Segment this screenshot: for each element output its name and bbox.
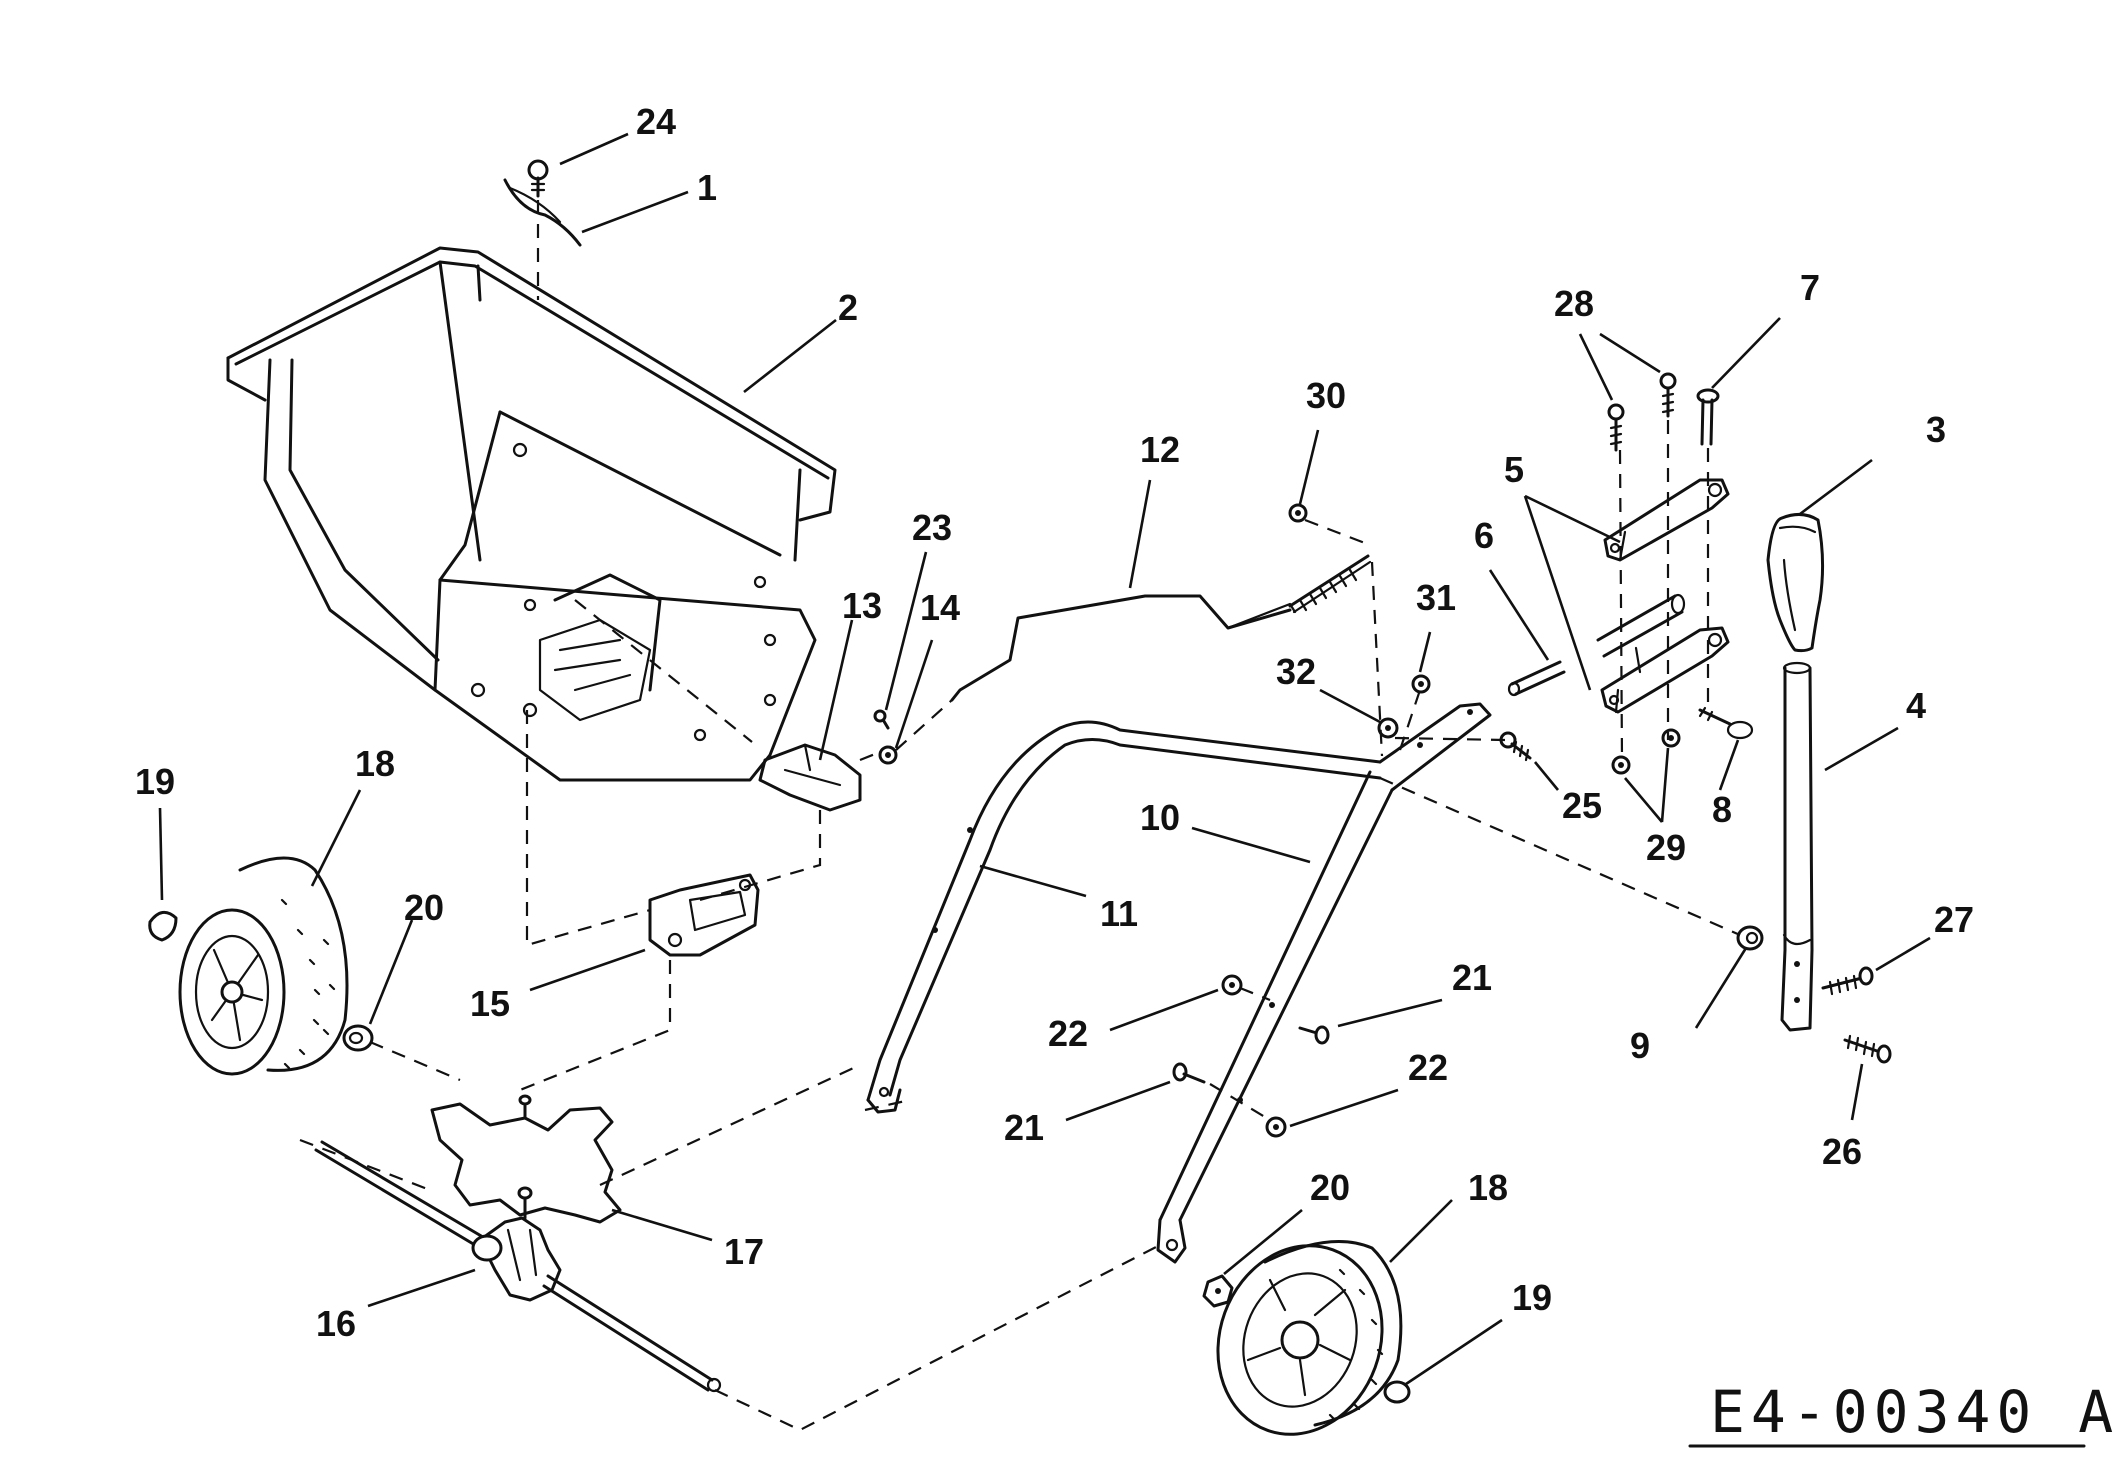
- callout-26: 26: [1822, 1131, 1862, 1172]
- bolts-28: [1607, 372, 1677, 452]
- callout-20-left: 20: [404, 887, 444, 928]
- nut-right-20: [1202, 1274, 1234, 1308]
- axle-gearbox-16: [314, 1140, 722, 1393]
- lever-4: [1780, 661, 1814, 1032]
- nut-22-upper: [1221, 974, 1243, 996]
- callout-31: 31: [1416, 577, 1456, 618]
- callout-25: 25: [1562, 785, 1602, 826]
- nut-32: [1377, 717, 1399, 739]
- wheel-left-18: [178, 856, 349, 1076]
- bolt-21-upper: [1298, 1025, 1330, 1045]
- hubcap-left-19: [148, 910, 178, 942]
- callout-8: 8: [1712, 789, 1732, 830]
- handle-11: [866, 720, 1382, 1114]
- callout-13: 13: [842, 585, 882, 626]
- callout-9: 9: [1630, 1025, 1650, 1066]
- callout-17: 17: [724, 1231, 764, 1272]
- bolt-21-lower: [1172, 1062, 1206, 1084]
- callout-18-right: 18: [1468, 1167, 1508, 1208]
- callout-22-upper: 22: [1048, 1013, 1088, 1054]
- bracket-13: [758, 743, 862, 812]
- callout-11: 11: [1100, 893, 1138, 934]
- callout-10: 10: [1140, 797, 1180, 838]
- callout-24: 24: [636, 101, 676, 142]
- bushing-9: [1736, 925, 1764, 951]
- bracket-5: [1596, 478, 1730, 714]
- callout-16: 16: [316, 1303, 356, 1344]
- callout-2: 2: [838, 287, 858, 328]
- nut-22-lower: [1265, 1116, 1287, 1138]
- nut-left-20: [342, 1024, 374, 1052]
- callout-21-upper: 21: [1452, 957, 1492, 998]
- nut-31: [1411, 674, 1431, 694]
- spinner-17: [430, 1094, 622, 1224]
- callout-27: 27: [1934, 899, 1974, 940]
- hubcap-right-19: [1383, 1380, 1411, 1404]
- callout-labels: 24 1 2 23 13 14 12 30 28 7 3 5 6 31 32 4…: [135, 101, 1974, 1344]
- callout-30: 30: [1306, 375, 1346, 416]
- callout-23: 23: [912, 507, 952, 548]
- gate-plate-15: [648, 873, 760, 957]
- drawing-code: E4-00340 A: [1710, 1378, 2119, 1446]
- wheel-right-18: [1216, 1240, 1403, 1436]
- callout-6: 6: [1474, 515, 1494, 556]
- callout-5: 5: [1504, 449, 1524, 490]
- handle-10: [1156, 702, 1492, 1264]
- callout-32: 32: [1276, 651, 1316, 692]
- nut-30: [1288, 503, 1308, 523]
- drawing-code-block: E4-00340 A: [1688, 1378, 2119, 1448]
- callout-20-right: 20: [1310, 1167, 1350, 1208]
- control-rod-12: [950, 554, 1372, 702]
- clip-8: [1698, 706, 1754, 740]
- bolt-25: [1499, 731, 1532, 762]
- callout-21-lower: 21: [1004, 1107, 1044, 1148]
- callout-12: 12: [1140, 429, 1180, 470]
- bolt-26: [1843, 1034, 1892, 1064]
- assembly-lines: [299, 200, 1741, 1432]
- pin-7: [1696, 388, 1720, 446]
- callout-22-lower: 22: [1408, 1047, 1448, 1088]
- callout-18-left: 18: [355, 743, 395, 784]
- callout-14: 14: [920, 587, 960, 628]
- nut-14: [878, 745, 898, 765]
- callout-19-left: 19: [135, 761, 175, 802]
- callout-1: 1: [697, 167, 717, 208]
- pin-6: [1507, 660, 1566, 697]
- callout-28: 28: [1554, 283, 1594, 324]
- leader-lines: [158, 132, 1931, 1386]
- callout-4: 4: [1906, 685, 1926, 726]
- callout-3: 3: [1926, 409, 1946, 450]
- bolt-27: [1821, 966, 1874, 996]
- callout-29: 29: [1646, 827, 1686, 868]
- grip-3: [1766, 513, 1825, 653]
- callout-7: 7: [1800, 267, 1820, 308]
- hopper: [226, 246, 837, 782]
- bolt-23: [873, 709, 890, 730]
- callout-15: 15: [470, 983, 510, 1024]
- callout-19-right: 19: [1512, 1277, 1552, 1318]
- screw-24: [527, 159, 549, 198]
